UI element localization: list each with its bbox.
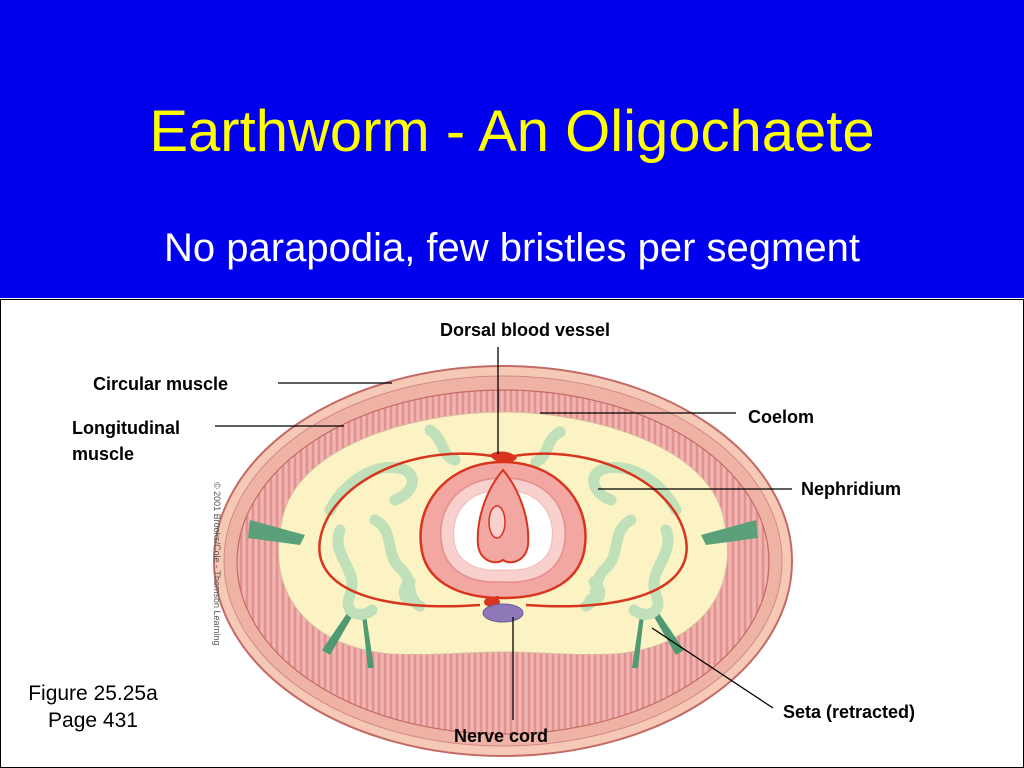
label-circular-muscle: Circular muscle: [93, 374, 229, 394]
label-seta: Seta (retracted): [783, 702, 916, 722]
caption-figure: Figure 25.25a: [28, 682, 158, 705]
figure-caption: Figure 25.25a Page 431: [8, 680, 178, 734]
copyright-notice: © 2001 Brooks/Cole - Thomson Learning: [212, 482, 222, 646]
leader-seta: [651, 627, 774, 709]
nephridium-left: [324, 424, 461, 620]
slide-header: Earthworm - An Oligochaete No parapodia,…: [0, 0, 1024, 298]
caption-page: Page 431: [48, 709, 138, 732]
seta-right-lower: [632, 615, 644, 668]
dorsal-blood-vessel: [490, 451, 517, 463]
seta-right-upper: [650, 606, 684, 655]
nerve-cord: [482, 603, 524, 623]
muscle-septum-right: [701, 520, 758, 545]
typhlosole-core: [488, 505, 506, 539]
lateral-blood-vessels: [318, 452, 688, 608]
slide-subtitle: No parapodia, few bristles per segment: [164, 226, 860, 270]
slide-title: Earthworm - An Oligochaete: [149, 99, 875, 164]
muscle-septum-left: [248, 520, 305, 545]
seta-left-upper: [322, 606, 356, 655]
label-longitudinal-muscle-line1: Longitudinal: [72, 418, 180, 438]
label-longitudinal-muscle-line2: muscle: [72, 444, 135, 464]
seta-left-lower: [362, 615, 374, 668]
label-nerve-cord: Nerve cord: [454, 726, 549, 746]
label-nephridium: Nephridium: [801, 479, 902, 499]
label-dorsal-blood-vessel: Dorsal blood vessel: [440, 320, 611, 340]
label-coelom: Coelom: [748, 407, 815, 427]
